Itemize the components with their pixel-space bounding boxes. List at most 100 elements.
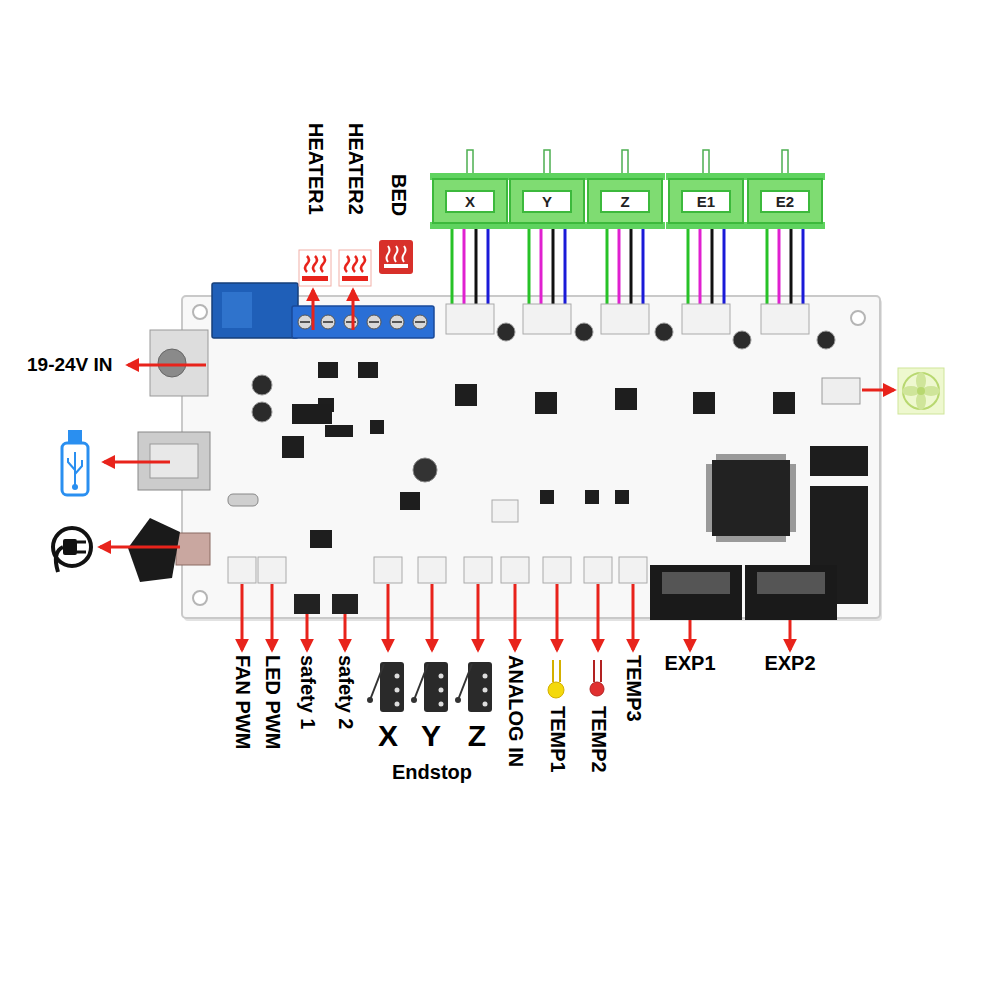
plug-icon (53, 528, 91, 572)
fan-socket (822, 378, 860, 404)
stepper-motor: X (432, 178, 508, 224)
capacitor (497, 323, 515, 341)
microcontroller (716, 536, 786, 542)
endstop-switch (367, 662, 492, 712)
microcontroller (712, 460, 790, 536)
endstop-switch (468, 662, 492, 712)
motor-wire (552, 229, 555, 306)
stepper-motor: E1 (668, 178, 744, 224)
thermistor-icon (553, 660, 560, 682)
capacitor (252, 375, 272, 395)
fan-connector-board (492, 500, 518, 522)
connector-label: TEMP1 (546, 706, 569, 773)
capacitor (655, 323, 673, 341)
endstop-switch (414, 664, 428, 700)
circuit-board (182, 296, 882, 621)
motor-connector (523, 304, 571, 334)
bed-icon (379, 240, 413, 274)
connector-label: BED (387, 174, 410, 216)
motor-wire (790, 229, 793, 306)
motor-shaft (622, 150, 628, 176)
endstop-switch (395, 674, 400, 679)
stepper-motor: E2 (747, 178, 823, 224)
stepper-motor: Y (509, 178, 585, 224)
motor-wire (642, 229, 645, 306)
fan-connector-board (492, 500, 518, 522)
motor-label: Y (522, 190, 572, 213)
mounting-hole (851, 311, 865, 325)
ic-chip (400, 492, 420, 510)
terminal-block (300, 321, 425, 323)
pin-header (810, 446, 868, 476)
pointer-arrow (431, 584, 434, 650)
ic-chip (693, 392, 715, 414)
pointer-arrow (313, 290, 353, 330)
connector-label: HEATER1 (304, 123, 327, 215)
ic-chip (585, 490, 599, 504)
connector-label: HEATER2 (344, 123, 367, 215)
jst-connector (619, 557, 647, 583)
endstop-switch (424, 662, 448, 712)
jst-connector (584, 557, 612, 583)
expansion-header (662, 572, 730, 594)
pointer-arrow (271, 584, 274, 650)
safety-jumper (294, 594, 320, 614)
usb-icon (72, 484, 78, 490)
mounting-hole (193, 305, 865, 605)
safety-jumper (332, 594, 358, 614)
expansion-header (745, 565, 837, 620)
connector-label: Endstop (392, 761, 472, 784)
ic-chip (615, 388, 637, 410)
expansion-header (650, 565, 837, 620)
heater-icon (305, 256, 325, 272)
usb-icon (68, 452, 82, 486)
connector-label: Z (468, 719, 486, 754)
motor-wire (487, 229, 490, 306)
pin-header (292, 404, 868, 604)
motor-wire (766, 229, 769, 306)
endstop-switch (458, 664, 472, 700)
endstop-switch (395, 702, 400, 707)
motor-wire (564, 229, 567, 306)
motor-wire (618, 229, 621, 306)
connector-label: ANALOG IN (504, 655, 527, 767)
endstop-switch (439, 674, 444, 679)
ic-chip (370, 420, 384, 434)
connector-label: EXP2 (764, 652, 815, 675)
endstop-switch (439, 702, 444, 707)
motor-shaft (703, 150, 709, 176)
endstop-switch (439, 688, 444, 693)
pointer-arrow (352, 290, 355, 330)
pointer-arrow (556, 584, 559, 650)
heater-icon (299, 250, 331, 286)
pointer-arrow (344, 614, 347, 650)
pointer-arrow (241, 584, 244, 650)
ic-chip (325, 425, 353, 437)
motor-wire (452, 229, 803, 306)
motor-wire (630, 229, 633, 306)
pointer-arrow (689, 620, 692, 650)
crystal (228, 494, 258, 506)
motor-flange (430, 173, 825, 229)
pointer-arrow (387, 584, 390, 650)
power-switch (176, 533, 210, 565)
plug-icon (77, 542, 86, 552)
endstop-switch (455, 697, 461, 703)
motor-wire (475, 229, 478, 306)
endstop-switch (367, 697, 373, 703)
capacitor (817, 331, 835, 349)
jst-connector (501, 557, 529, 583)
capacitor (575, 323, 593, 341)
pointer-arrow (100, 546, 180, 549)
motor-connector (601, 304, 649, 334)
connector-label: X (378, 719, 398, 754)
ic-chip (282, 362, 795, 548)
plug-icon (63, 539, 77, 555)
relay (212, 283, 298, 338)
motor-wire (802, 229, 805, 306)
capacitor (252, 323, 835, 482)
motor-connector (761, 304, 809, 334)
bed-icon (384, 264, 408, 268)
motor-wire (606, 229, 609, 306)
